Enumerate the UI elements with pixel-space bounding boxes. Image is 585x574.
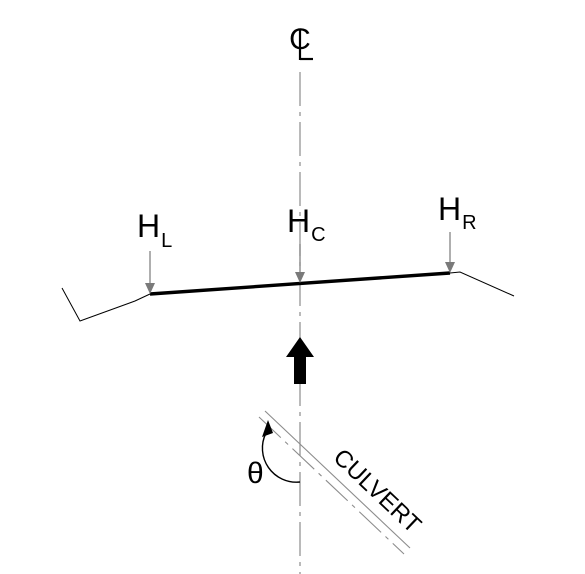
flow-direction-arrow xyxy=(286,337,314,384)
h-left-pointer xyxy=(145,251,155,294)
culvert-label: CULVERT xyxy=(328,444,427,539)
angle-label: θ xyxy=(247,457,264,490)
centerline-symbol: C CL xyxy=(0,0,313,61)
right-ditch xyxy=(449,271,515,297)
culvert-outline xyxy=(258,410,411,555)
h-right-label: HR xyxy=(438,191,477,234)
centerline-text: CL xyxy=(0,0,2,1)
left-ditch xyxy=(61,287,151,322)
h-center-label: HC xyxy=(287,203,326,246)
road-section xyxy=(61,271,515,322)
h-center-pointer xyxy=(295,244,305,283)
h-left-label: HL xyxy=(137,208,172,252)
pavement-surface xyxy=(149,271,451,296)
skew-angle-arc xyxy=(261,420,301,483)
h-right-pointer xyxy=(445,232,455,273)
